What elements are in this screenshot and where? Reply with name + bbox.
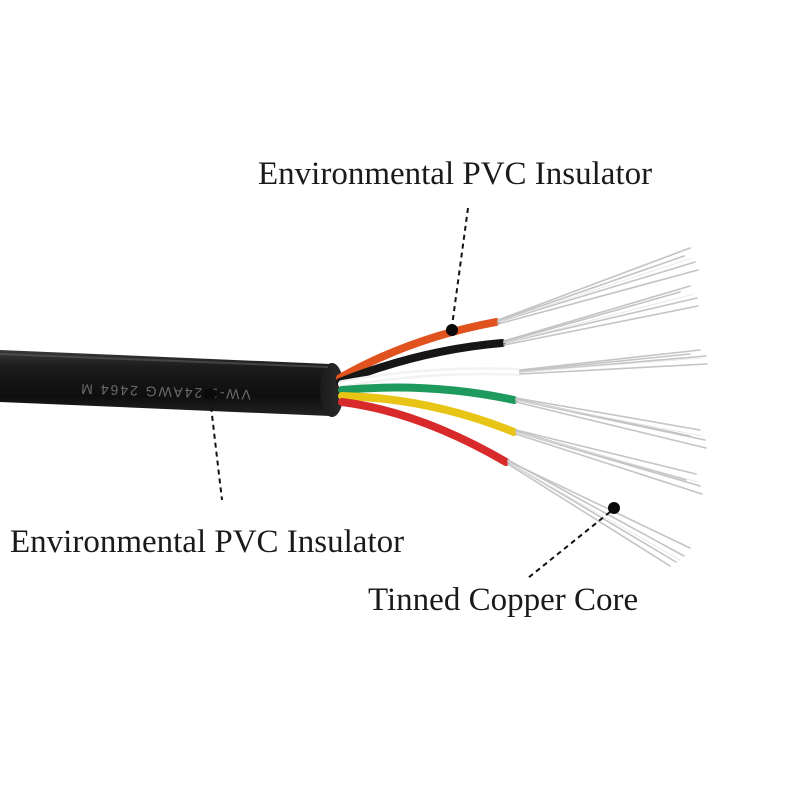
outer-sheath [0, 350, 344, 417]
callout-dot-core [608, 502, 620, 514]
callout-bottom-insulator [204, 388, 223, 501]
label-copper-core: Tinned Copper Core [368, 582, 639, 618]
red-wire [338, 398, 510, 466]
orange-wire [336, 318, 500, 382]
tinned-copper-strands [497, 247, 708, 567]
callout-copper-core [527, 502, 620, 579]
label-top-insulator: Environmental PVC Insulator [258, 156, 653, 192]
callout-dot-top [446, 324, 458, 336]
callout-top-insulator [446, 207, 469, 336]
green-wire [338, 383, 518, 404]
label-bottom-insulator: Environmental PVC Insulator [10, 524, 405, 560]
black-wire [336, 339, 506, 386]
yellow-wire [338, 392, 518, 436]
callout-dot-bottom [204, 388, 216, 400]
inner-wires [336, 318, 522, 466]
